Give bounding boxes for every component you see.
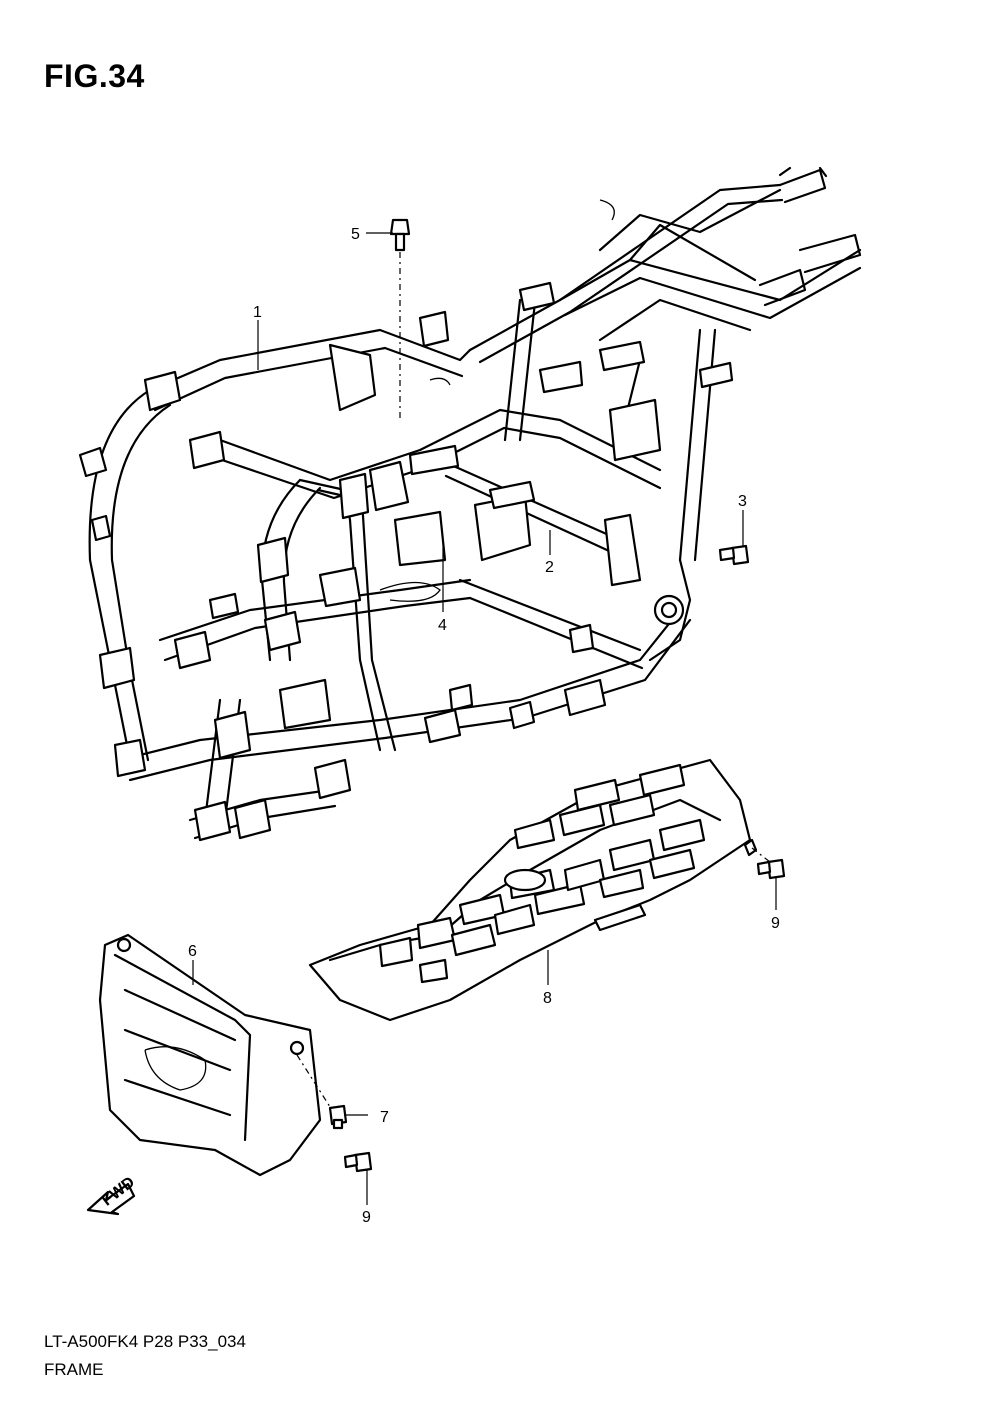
fwd-arrow-icon: FWD [86, 1174, 138, 1216]
callout-4: 4 [438, 617, 447, 634]
bolt-9-skid [756, 858, 786, 880]
skid-plate [308, 758, 771, 1022]
callout-1: 1 [253, 304, 262, 321]
callout-9-guard: 9 [362, 1209, 371, 1226]
callout-2: 2 [545, 559, 554, 576]
bolt-3 [718, 544, 750, 566]
callout-leaders [192, 232, 777, 1205]
model-code: LT-A500FK4 P28 P33_034 [44, 1332, 246, 1351]
bolt-5 [389, 218, 411, 420]
callout-5: 5 [351, 226, 360, 243]
bolt-7 [328, 1104, 348, 1130]
bolt-9-guard [343, 1151, 373, 1173]
callout-6: 6 [188, 943, 197, 960]
frame-assembly [78, 166, 862, 842]
figure-name: FRAME [44, 1360, 104, 1379]
callout-3: 3 [738, 493, 747, 510]
callout-9-skid: 9 [771, 915, 780, 932]
callout-7: 7 [380, 1109, 389, 1126]
figure-title: FIG.34 [44, 58, 145, 94]
front-guard [98, 933, 333, 1177]
callout-8: 8 [543, 990, 552, 1007]
